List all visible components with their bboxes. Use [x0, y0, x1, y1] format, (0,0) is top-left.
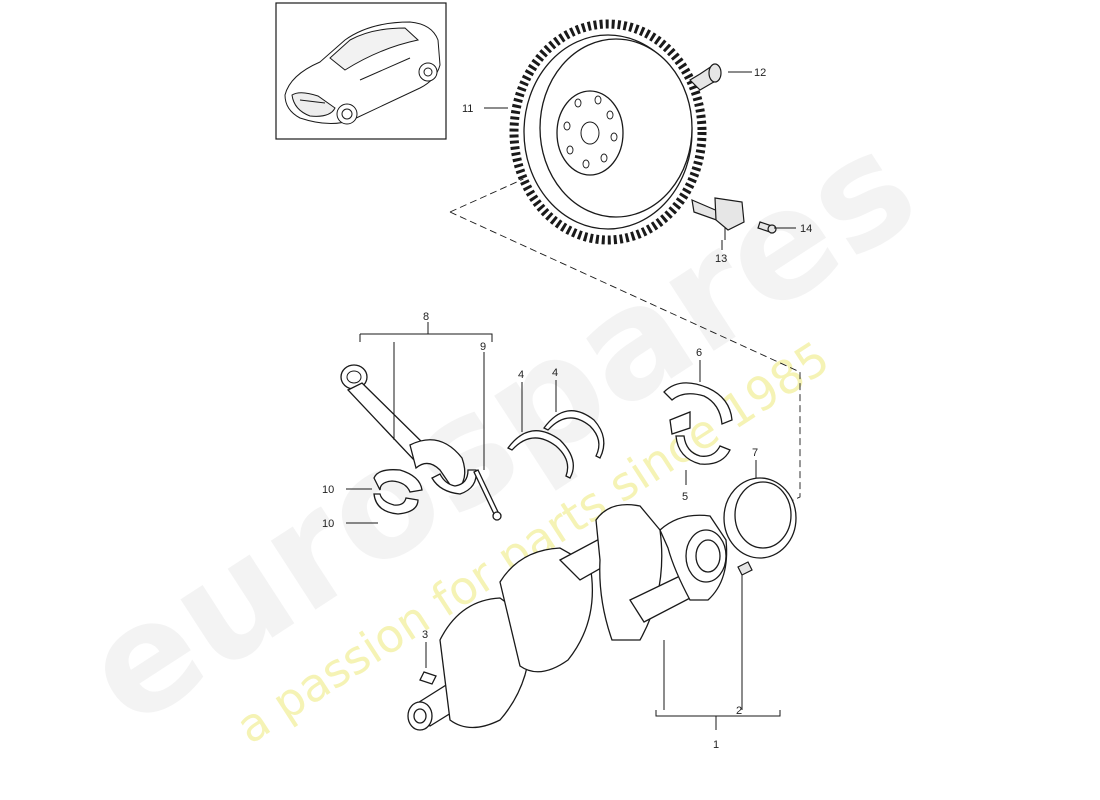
connecting-rod-icon	[340, 364, 477, 495]
rod-bearing-shells[interactable]	[373, 469, 423, 515]
crankshaft[interactable]	[407, 503, 728, 731]
rod-bolt[interactable]	[473, 469, 502, 521]
main-bearing-shells[interactable]	[663, 382, 733, 465]
callout-13: 13	[715, 253, 727, 265]
callout-12: 12	[754, 67, 766, 79]
callout-4a: 4	[518, 369, 524, 381]
flywheel-bolt[interactable]	[689, 63, 722, 91]
callout-4b: 4	[552, 367, 558, 379]
crankshaft-icon	[407, 503, 728, 731]
car-thumbnail-icon	[284, 21, 441, 125]
callout-14: 14	[800, 223, 812, 235]
callout-8: 8	[423, 311, 429, 323]
dowel-pin[interactable]	[737, 561, 753, 576]
leader-lines	[346, 71, 796, 730]
callouts: 1 2 3 4 4 5 6 7 8 9 10 10 11 12 13 14	[322, 67, 812, 751]
callout-2: 2	[736, 705, 742, 717]
callout-7: 7	[752, 447, 758, 459]
car-thumbnail[interactable]	[275, 2, 447, 140]
callout-6: 6	[696, 347, 702, 359]
callout-1: 1	[713, 739, 719, 751]
callout-11: 11	[462, 103, 473, 115]
callout-3: 3	[422, 629, 428, 641]
callout-10b: 10	[322, 518, 334, 530]
seal-ring[interactable]	[723, 477, 797, 559]
sensor-screw[interactable]	[757, 221, 777, 234]
callout-10a: 10	[322, 484, 334, 496]
connecting-rod[interactable]	[340, 364, 477, 495]
callout-9: 9	[480, 341, 486, 353]
callout-5: 5	[682, 491, 688, 503]
crankshaft-sensor[interactable]	[691, 197, 745, 240]
thrust-washers[interactable]	[507, 410, 605, 479]
flywheel-icon	[509, 19, 707, 245]
flywheel[interactable]	[509, 19, 707, 245]
